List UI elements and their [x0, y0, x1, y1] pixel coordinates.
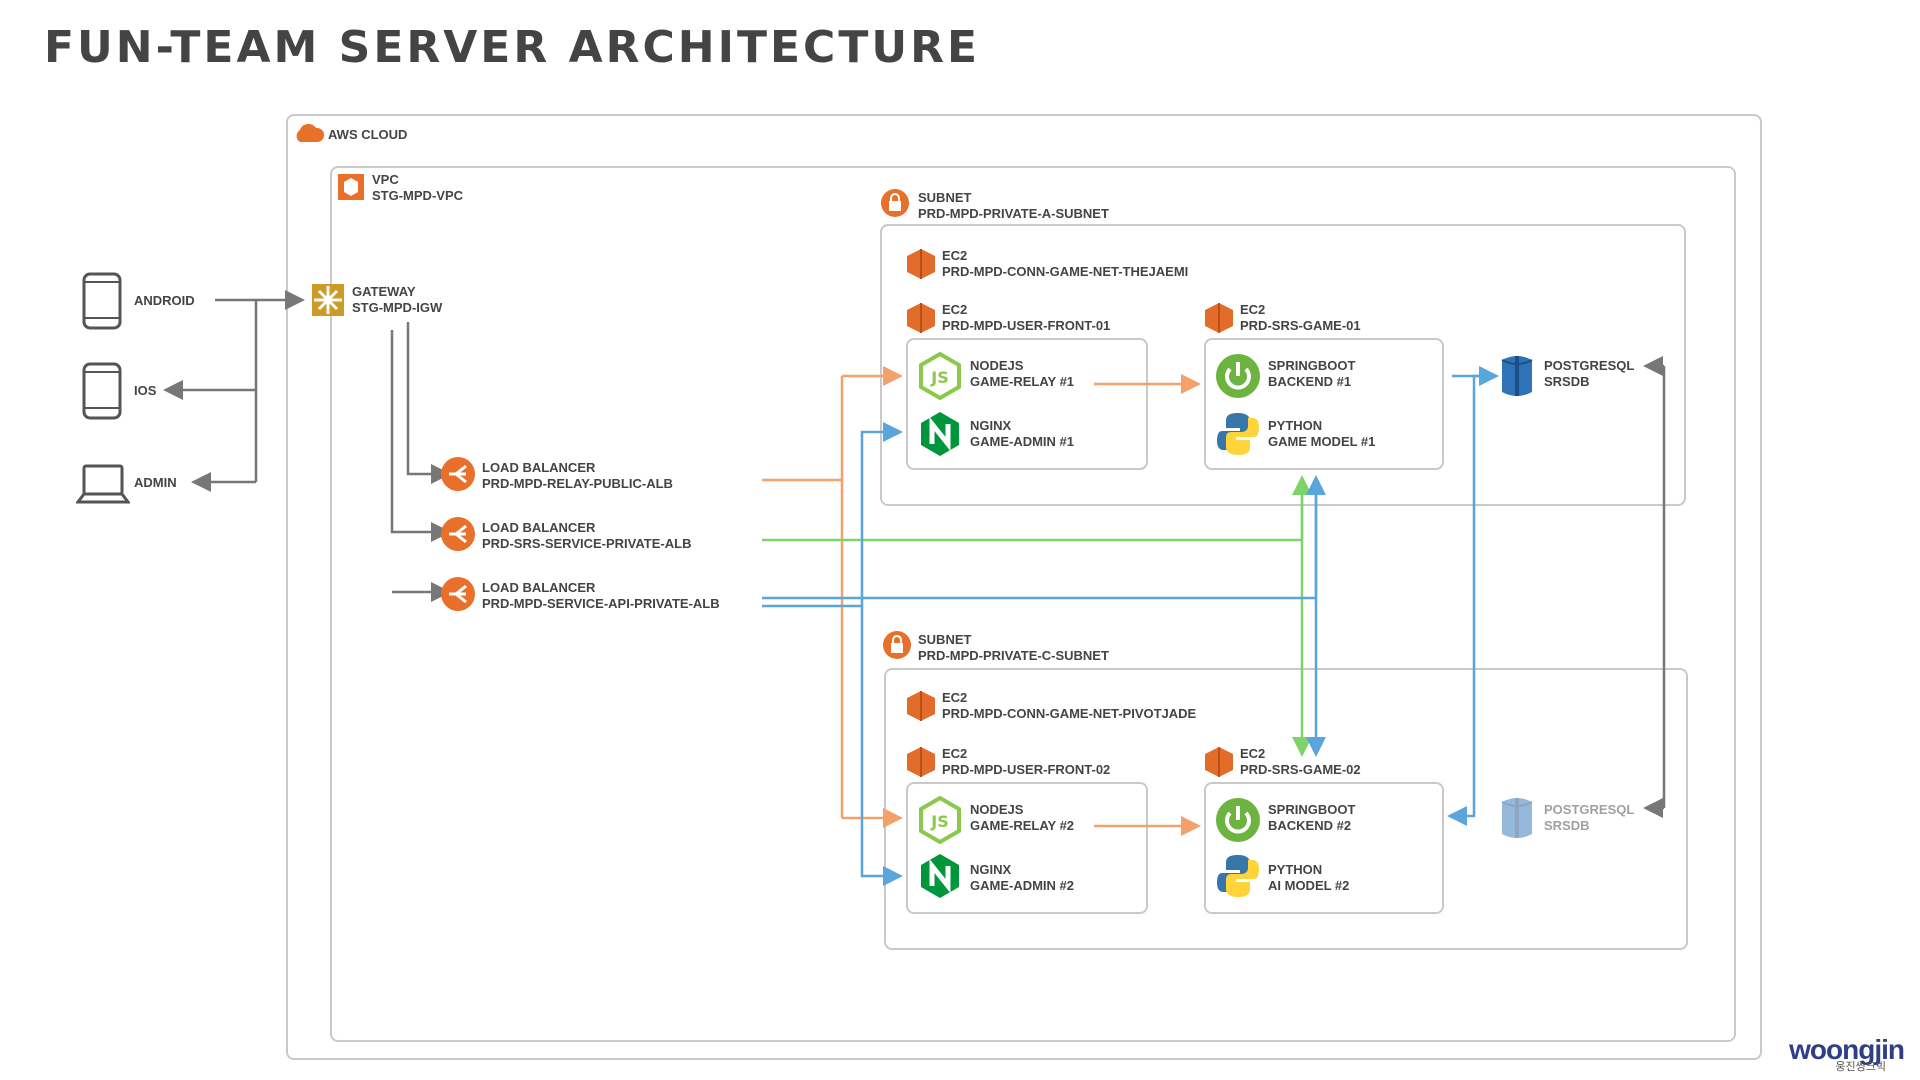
woongjin-logo-subtext: 웅진씽크빅	[1835, 1061, 1886, 1073]
gateway-icon	[310, 282, 346, 323]
postgresql-icon	[1496, 352, 1538, 405]
cloud-icon	[292, 122, 325, 149]
ec2-icon	[906, 302, 936, 339]
aws-cloud-label: AWS CLOUD	[328, 127, 408, 142]
ec2-icon	[906, 690, 936, 727]
client-label-ios: IOS	[134, 383, 157, 398]
page-title: FUN-TEAM SERVER ARCHITECTURE	[44, 22, 981, 73]
ec2-front-01-box	[906, 338, 1148, 470]
vpc-icon	[336, 172, 366, 207]
ec2-game-01-box	[1204, 338, 1444, 470]
load-balancer-icon	[440, 516, 476, 557]
subnet-lock-icon	[882, 630, 912, 665]
nodejs-icon: JS	[918, 795, 962, 849]
subnet-lock-icon	[880, 188, 910, 223]
client-label-android: ANDROID	[134, 293, 195, 308]
ec2-icon	[1204, 302, 1234, 339]
vpc-frame	[330, 166, 1736, 1042]
postgresql-replica-icon	[1496, 794, 1538, 847]
client-label-admin: ADMIN	[134, 475, 177, 490]
ec2-front-02-box	[906, 782, 1148, 914]
subnet-a-frame	[880, 224, 1686, 506]
load-balancer-icon	[440, 456, 476, 497]
ec2-icon	[1204, 746, 1234, 783]
svg-text:JS: JS	[930, 812, 948, 831]
nginx-icon	[918, 410, 962, 463]
ec2-game-02-box	[1204, 782, 1444, 914]
ec2-icon	[906, 746, 936, 783]
woongjin-logo: woongjin	[1789, 1034, 1905, 1065]
ios-phone-icon	[82, 362, 122, 425]
ec2-icon	[906, 248, 936, 285]
nginx-icon	[918, 852, 962, 905]
python-icon	[1214, 410, 1262, 463]
svg-text:JS: JS	[930, 368, 948, 387]
android-phone-icon	[82, 272, 122, 335]
admin-laptop-icon	[75, 462, 131, 513]
springboot-icon	[1214, 352, 1262, 405]
nodejs-icon: JS	[918, 351, 962, 405]
springboot-icon	[1214, 796, 1262, 849]
python-icon	[1214, 852, 1262, 905]
load-balancer-icon	[440, 576, 476, 617]
aws-cloud-frame	[286, 114, 1762, 1060]
